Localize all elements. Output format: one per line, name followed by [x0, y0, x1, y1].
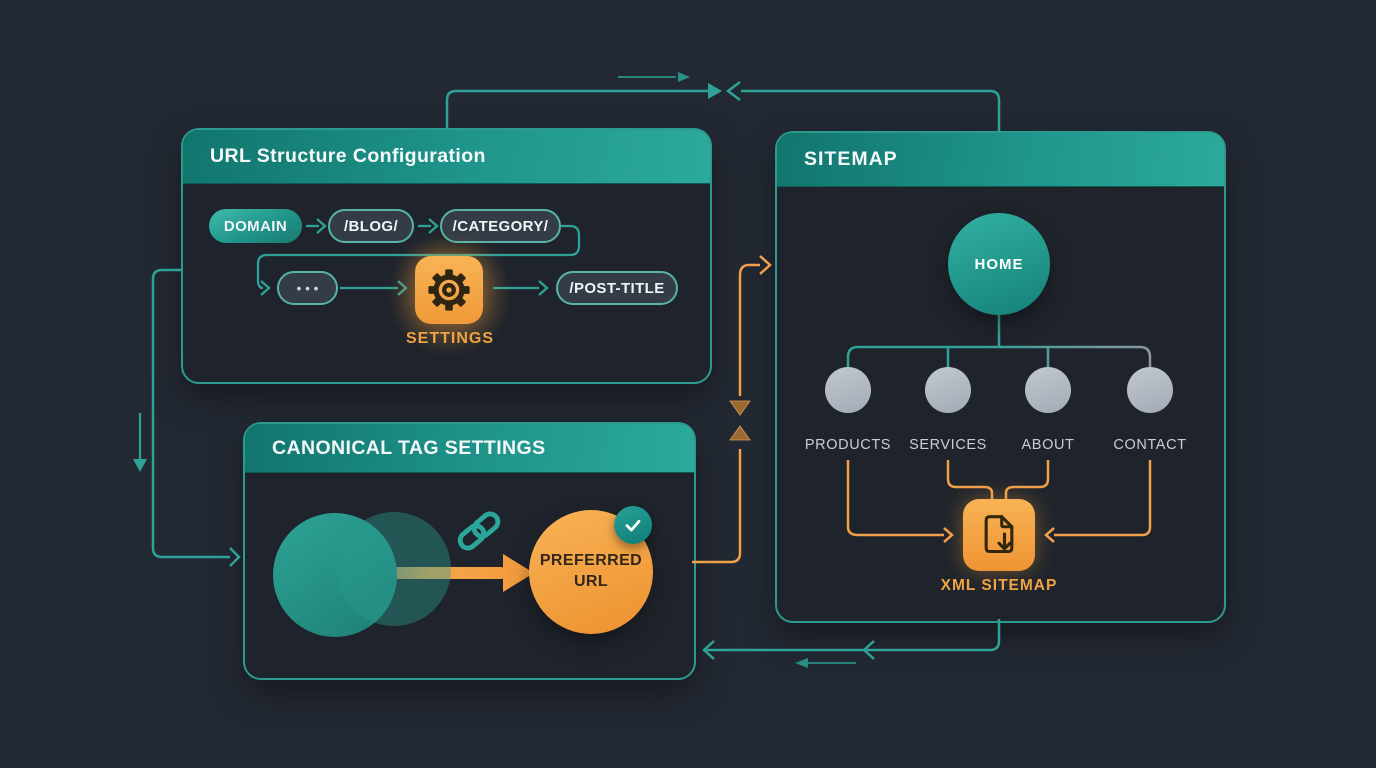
preferred-url-line2: URL: [573, 573, 609, 590]
category-pill: /CATEGORY/: [440, 209, 561, 243]
small-down-arrow: [133, 413, 147, 472]
arrowhead-down-icon: [133, 459, 147, 472]
canonical-tag-title: CANONICAL TAG SETTINGS: [272, 436, 546, 459]
sitemap-products-label: PRODUCTS: [804, 437, 892, 453]
arrowhead-left-icon: [725, 81, 741, 101]
small-top-arrow: [618, 72, 690, 82]
arrowhead-left-icon: [795, 658, 808, 668]
arrowhead-right-icon: [708, 83, 722, 99]
settings-label: SETTINGS: [405, 330, 495, 347]
sitemap-header: SITEMAP: [777, 133, 1224, 187]
xml-sitemap-box: [963, 499, 1035, 571]
sitemap-services-label: SERVICES: [909, 437, 987, 453]
canonical-tag-header: CANONICAL TAG SETTINGS: [245, 424, 694, 473]
settings-gear-button: [415, 256, 483, 324]
sitemap-contact-node: [1127, 367, 1173, 413]
sitemap-home-node: HOME: [948, 213, 1050, 315]
duplicate-url-circle-ghost: [337, 512, 451, 626]
sitemap-contact-label: CONTACT: [1113, 437, 1187, 453]
arrowhead-left-icon: [702, 640, 715, 660]
sitemap-services-node: [925, 367, 971, 413]
top-connector-left: [445, 83, 722, 128]
url-structure-title: URL Structure Configuration: [210, 145, 486, 167]
post-title-pill: /POST-TITLE: [556, 271, 678, 305]
sitemap-about-node: [1025, 367, 1071, 413]
file-download-icon: [984, 515, 1014, 554]
small-bottom-arrow: [795, 658, 856, 668]
sitemap-products-node: [825, 367, 871, 413]
url-structure-header: URL Structure Configuration: [183, 130, 710, 184]
checkmark-icon: [625, 519, 641, 532]
arrowhead-right-icon: [229, 547, 241, 567]
sitemap-about-label: ABOUT: [1021, 437, 1075, 453]
verified-badge: [614, 506, 652, 544]
ellipsis-pill: •••: [277, 271, 338, 305]
arrowhead-left-icon: [862, 640, 875, 660]
preferred-url-line1: PREFERRED: [539, 552, 643, 570]
arrowhead-right-icon: [678, 72, 690, 82]
blog-pill: /BLOG/: [328, 209, 414, 243]
arrowhead-right-icon: [759, 255, 772, 275]
bottom-connector: [702, 619, 1001, 660]
domain-pill: DOMAIN: [209, 209, 302, 243]
top-connector-right: [725, 81, 1001, 131]
sitemap-title: SITEMAP: [804, 148, 898, 170]
gear-icon: [428, 269, 470, 311]
collapse-arrows-icon: [729, 400, 751, 441]
xml-sitemap-label: XML SITEMAP: [940, 577, 1058, 594]
chain-link-icon: [450, 505, 508, 557]
